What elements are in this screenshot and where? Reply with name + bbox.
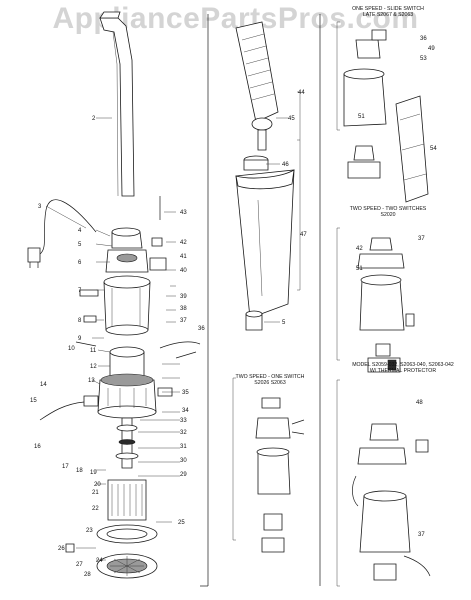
callout-left-28: 28 (84, 572, 91, 578)
bag-assembly (235, 21, 295, 331)
callout-left-38: 38 (180, 306, 187, 312)
callout-left-19: 19 (90, 470, 97, 476)
variant-two-speed-two-switches (357, 237, 415, 373)
callout-left-27: 27 (76, 562, 83, 568)
callout-left-13: 13 (88, 378, 95, 384)
callout-right-53: 53 (420, 56, 427, 62)
callout-left-20: 20 (94, 482, 101, 488)
callout-left-33: 33 (180, 418, 187, 424)
callout-left-7: 7 (78, 288, 82, 294)
caption-two-speed-one-switch: TWO SPEED - ONE SWITCH S2026 S2063 (235, 374, 305, 386)
callout-left-37: 37 (180, 318, 187, 324)
callout-middle-5: 5 (282, 320, 286, 326)
callout-left-31: 31 (180, 444, 187, 450)
callout-left-2: 2 (92, 116, 96, 122)
callout-left-21: 21 (92, 490, 99, 496)
callout-right-37: 37 (418, 236, 425, 242)
callout-left-42: 42 (180, 240, 187, 246)
callout-right-36: 36 (420, 36, 427, 42)
callout-middle-47: 47 (300, 232, 307, 238)
variant-two-speed-one-switch (255, 397, 305, 553)
callout-left-30: 30 (180, 458, 187, 464)
caption-one-speed: ONE SPEED - SLIDE SWITCH LATE S2067 & S2… (352, 6, 424, 18)
callout-left-16: 16 (34, 444, 41, 450)
callout-middle-44: 44 (298, 90, 305, 96)
callout-left-24: 24 (96, 558, 103, 564)
callout-left-36: 36 (198, 326, 205, 332)
callout-left-39: 39 (180, 294, 187, 300)
callout-left-25: 25 (178, 520, 185, 526)
callout-left-9: 9 (78, 336, 82, 342)
callout-left-11: 11 (90, 348, 97, 354)
callout-left-6: 6 (78, 260, 82, 266)
callout-right-37: 37 (418, 532, 425, 538)
callout-left-41: 41 (180, 254, 187, 260)
section-dividers (200, 14, 340, 587)
callout-middle-46: 46 (282, 162, 289, 168)
callout-left-26: 26 (58, 546, 65, 552)
callout-left-14: 14 (40, 382, 47, 388)
main-assembly-leaders (45, 117, 180, 561)
caption-two-speed-two-switches: TWO SPEED - TWO SWITCHES S2020 (349, 206, 427, 218)
main-assembly (27, 11, 201, 579)
callout-left-23: 23 (86, 528, 93, 534)
callout-right-51: 51 (358, 114, 365, 120)
callout-middle-45: 45 (288, 116, 295, 122)
callout-left-35: 35 (182, 390, 189, 396)
callout-right-42: 42 (356, 246, 363, 252)
callout-left-40: 40 (180, 268, 187, 274)
callout-left-12: 12 (90, 364, 97, 370)
variant-one-speed (343, 29, 429, 203)
callout-right-54: 54 (430, 146, 437, 152)
callout-right-49: 49 (428, 46, 435, 52)
callout-left-5: 5 (78, 242, 82, 248)
callout-left-34: 34 (182, 408, 189, 414)
callout-left-3: 3 (38, 204, 42, 210)
callout-left-18: 18 (76, 468, 83, 474)
caption-thermal-protector: MODEL S2059-032, S2063-040, S2063-042 W/… (352, 362, 454, 374)
callout-left-15: 15 (30, 398, 37, 404)
callout-left-8: 8 (78, 318, 82, 324)
callout-right-48: 48 (416, 400, 423, 406)
callout-right-51: 51 (356, 266, 363, 272)
callout-left-17: 17 (62, 464, 69, 470)
variant-thermal-protector (352, 423, 431, 581)
callout-left-4: 4 (78, 228, 82, 234)
callout-left-10: 10 (68, 346, 75, 352)
bag-assembly-leaders (264, 117, 288, 323)
callout-left-29: 29 (180, 472, 187, 478)
callout-left-22: 22 (92, 506, 99, 512)
callout-left-43: 43 (180, 210, 187, 216)
callout-left-32: 32 (180, 430, 187, 436)
